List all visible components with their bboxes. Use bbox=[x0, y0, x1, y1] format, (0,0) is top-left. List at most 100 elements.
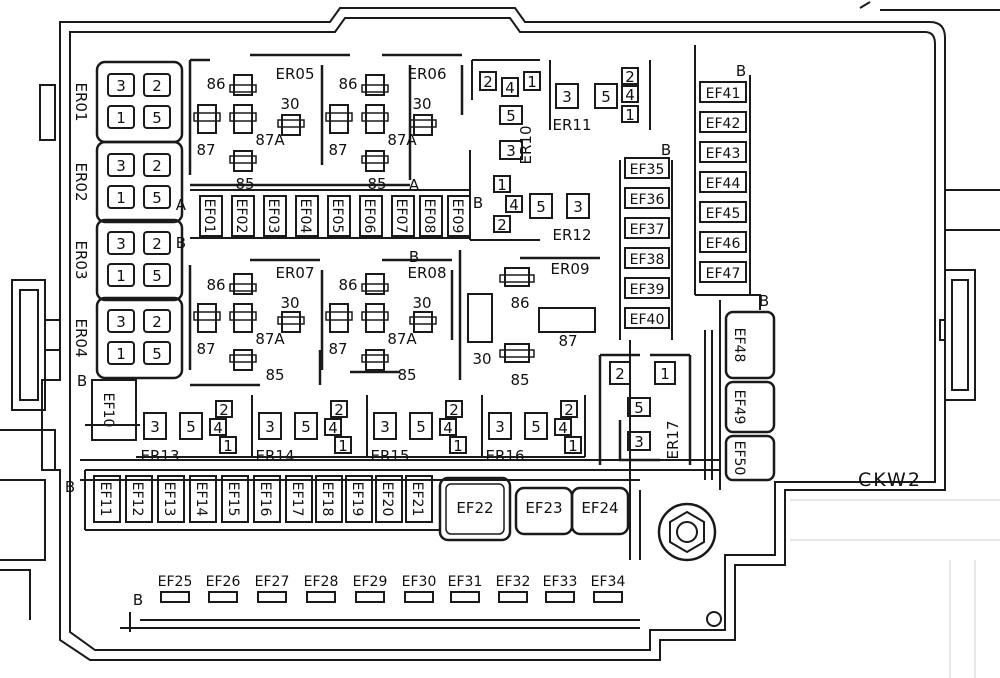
svg-text:3: 3 bbox=[506, 142, 516, 160]
svg-text:ER03: ER03 bbox=[72, 241, 90, 280]
svg-text:ER02: ER02 bbox=[72, 163, 90, 202]
svg-text:EF44: EF44 bbox=[706, 176, 741, 192]
fuse-ef14: EF14 bbox=[189, 475, 217, 523]
svg-text:3: 3 bbox=[562, 88, 572, 106]
relay-er17: 2 1 5 3 ER17 bbox=[598, 353, 692, 465]
svg-text:2: 2 bbox=[449, 401, 459, 419]
svg-text:87: 87 bbox=[196, 340, 215, 358]
fuse-ef18: EF18 bbox=[315, 475, 343, 523]
svg-text:EF19: EF19 bbox=[349, 482, 365, 517]
svg-text:EF14: EF14 bbox=[193, 482, 209, 517]
relay-er15: 3 5 2 4 1 ER15 bbox=[366, 395, 483, 465]
fuse-ef47: EF47 bbox=[699, 261, 747, 283]
svg-text:2: 2 bbox=[152, 77, 162, 95]
svg-text:5: 5 bbox=[536, 198, 546, 216]
marker-a-top: A bbox=[176, 196, 187, 214]
svg-text:EF29: EF29 bbox=[353, 574, 388, 590]
fuse-ef29: EF29 bbox=[353, 574, 388, 603]
fuse-ef22: EF22 bbox=[438, 476, 512, 542]
svg-text:5: 5 bbox=[152, 345, 162, 363]
fuse-large-group: EF22 EF23 EF24 bbox=[438, 476, 630, 542]
svg-text:4: 4 bbox=[505, 79, 515, 97]
svg-text:3: 3 bbox=[634, 433, 644, 451]
svg-text:2: 2 bbox=[152, 313, 162, 331]
marker-a-er08: A bbox=[409, 176, 420, 194]
svg-text:5: 5 bbox=[416, 418, 426, 436]
svg-text:EF11: EF11 bbox=[97, 482, 113, 517]
svg-text:ER04: ER04 bbox=[72, 319, 90, 358]
fuse-ef42: EF42 bbox=[699, 111, 747, 133]
svg-text:5: 5 bbox=[506, 107, 516, 125]
fuse-col-side: B EF48 EF49 EF50 bbox=[704, 292, 776, 482]
svg-text:1: 1 bbox=[116, 189, 126, 207]
svg-text:87A: 87A bbox=[255, 330, 285, 348]
svg-text:4: 4 bbox=[328, 419, 338, 437]
fuse-ef21: EF21 bbox=[405, 475, 433, 523]
svg-text:4: 4 bbox=[625, 86, 635, 104]
background-grid bbox=[790, 499, 1000, 678]
svg-text:87: 87 bbox=[328, 141, 347, 159]
svg-text:EF01: EF01 bbox=[201, 199, 217, 234]
svg-text:1: 1 bbox=[116, 109, 126, 127]
svg-text:ER06: ER06 bbox=[408, 65, 447, 83]
svg-text:EF43: EF43 bbox=[706, 146, 741, 162]
svg-text:EF31: EF31 bbox=[448, 574, 483, 590]
relay-er07: ER07 86 30 87 87A 85 bbox=[188, 258, 400, 387]
svg-text:2: 2 bbox=[497, 216, 507, 234]
relay-er09: ER09 86 87 30 85 bbox=[458, 250, 600, 389]
svg-text:EF30: EF30 bbox=[402, 574, 437, 590]
fuse-ef17: EF17 bbox=[285, 475, 313, 523]
corner-label: CKW2 bbox=[858, 469, 922, 491]
fuse-ef25: EF25 bbox=[158, 574, 192, 603]
svg-text:85: 85 bbox=[510, 371, 529, 389]
svg-text:ER12: ER12 bbox=[553, 226, 592, 244]
svg-text:1: 1 bbox=[223, 437, 233, 455]
svg-text:2: 2 bbox=[615, 365, 625, 383]
fuse-ef08: EF08 bbox=[419, 195, 443, 237]
svg-text:2: 2 bbox=[564, 401, 574, 419]
marker-b-ef25: B bbox=[133, 591, 143, 609]
svg-text:EF35: EF35 bbox=[630, 162, 665, 178]
relay-er04: ER04 3 2 1 5 bbox=[72, 296, 184, 380]
svg-text:1: 1 bbox=[116, 345, 126, 363]
fuse-ef10: B EF10 bbox=[77, 372, 137, 441]
svg-text:3: 3 bbox=[116, 77, 126, 95]
svg-text:3: 3 bbox=[116, 235, 126, 253]
relay-er11: 3 5 2 4 1 ER11 bbox=[549, 60, 651, 134]
svg-text:3: 3 bbox=[116, 313, 126, 331]
relay-er08: ER08 86 30 87 87A 85 bbox=[320, 258, 454, 384]
fuse-ef34: EF34 bbox=[591, 574, 625, 603]
fuse-ef20: EF20 bbox=[375, 475, 403, 523]
svg-text:EF18: EF18 bbox=[319, 482, 335, 517]
fuse-ef35: EF35 bbox=[624, 157, 670, 179]
fuse-ef26: EF26 bbox=[206, 574, 240, 603]
relay-er13: 3 5 2 4 1 ER13 bbox=[136, 395, 253, 465]
fuse-ef37: EF37 bbox=[624, 217, 670, 239]
svg-text:87: 87 bbox=[328, 340, 347, 358]
fuse-ef46: EF46 bbox=[699, 231, 747, 253]
svg-text:EF24: EF24 bbox=[581, 499, 618, 517]
relay-er02: ER02 3 2 1 5 bbox=[72, 140, 184, 224]
svg-text:1: 1 bbox=[625, 106, 635, 124]
svg-text:EF27: EF27 bbox=[255, 574, 290, 590]
mounting-bolt-inner bbox=[676, 521, 698, 543]
svg-text:86: 86 bbox=[510, 294, 529, 312]
fuse-ef05: EF05 bbox=[327, 195, 351, 237]
svg-text:86: 86 bbox=[338, 276, 357, 294]
svg-text:85: 85 bbox=[265, 366, 284, 384]
svg-text:EF05: EF05 bbox=[329, 199, 345, 234]
fuse-col-mid: B EF35 EF36 EF37 EF38 EF39 EF40 bbox=[619, 141, 673, 340]
fuse-ef31: EF31 bbox=[448, 574, 483, 603]
svg-text:EF23: EF23 bbox=[525, 499, 562, 517]
fuse-ef43: EF43 bbox=[699, 141, 747, 163]
svg-text:EF13: EF13 bbox=[161, 482, 177, 517]
svg-text:5: 5 bbox=[634, 399, 644, 417]
svg-text:1: 1 bbox=[568, 437, 578, 455]
svg-text:EF33: EF33 bbox=[543, 574, 578, 590]
svg-text:2: 2 bbox=[625, 68, 635, 86]
marker-b-er08: B bbox=[409, 248, 419, 266]
svg-text:87: 87 bbox=[558, 332, 577, 350]
svg-text:EF07: EF07 bbox=[393, 199, 409, 234]
svg-text:EF16: EF16 bbox=[257, 482, 273, 517]
fuse-ef30: EF30 bbox=[402, 574, 437, 603]
